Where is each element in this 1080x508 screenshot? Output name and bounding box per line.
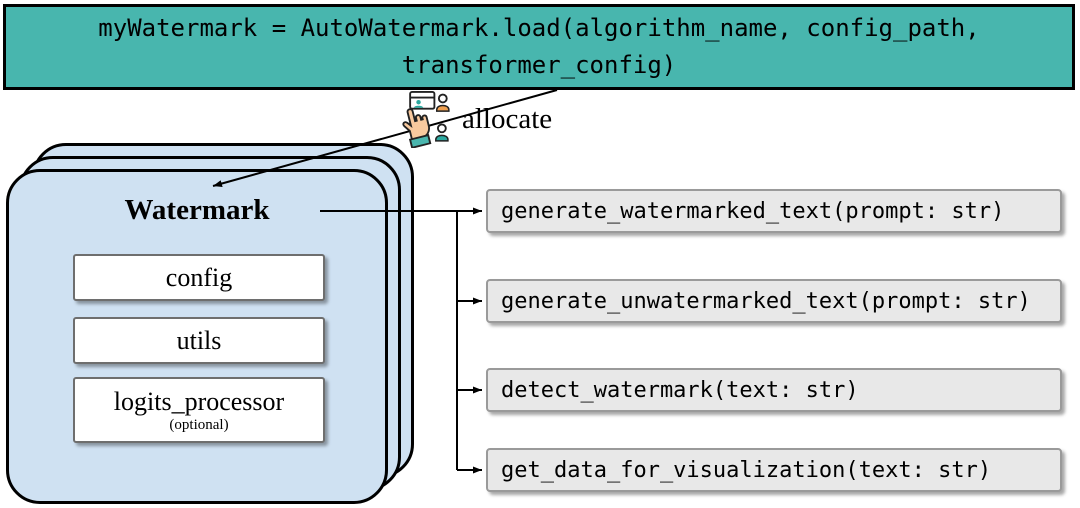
module-logits-processor-note: (optional) [169, 417, 229, 433]
method-detect-watermark: detect_watermark(text: str) [486, 368, 1062, 412]
module-logits-processor: logits_processor (optional) [73, 377, 325, 443]
pointer-hand [402, 108, 432, 148]
module-logits-processor-label: logits_processor [113, 387, 285, 416]
code-banner: myWatermark = AutoWatermark.load(algorit… [3, 4, 1075, 90]
code-line-1: myWatermark = AutoWatermark.load(algorit… [98, 14, 980, 42]
method-generate-unwatermarked-text: generate_unwatermarked_text(prompt: str) [486, 279, 1062, 323]
code-line-2: transformer_config) [401, 51, 677, 79]
allocate-group: allocate [398, 90, 552, 148]
allocate-label: allocate [462, 102, 553, 135]
watermark-card: Watermark config utils logits_processor … [6, 169, 388, 504]
method-label: detect_watermark(text: str) [501, 377, 859, 403]
method-generate-watermarked-text: generate_watermarked_text(prompt: str) [486, 189, 1062, 233]
method-label: generate_unwatermarked_text(prompt: str) [501, 288, 1031, 314]
module-utils: utils [73, 317, 325, 364]
watermark-card-title: Watermark [124, 194, 270, 226]
module-utils-label: utils [176, 325, 222, 355]
module-config: config [73, 254, 325, 301]
method-get-data-for-visualization: get_data_for_visualization(text: str) [486, 448, 1062, 492]
method-label: generate_watermarked_text(prompt: str) [501, 198, 1005, 224]
allocate-icon [402, 91, 450, 148]
method-label: get_data_for_visualization(text: str) [501, 457, 992, 483]
module-config-label: config [165, 262, 233, 292]
